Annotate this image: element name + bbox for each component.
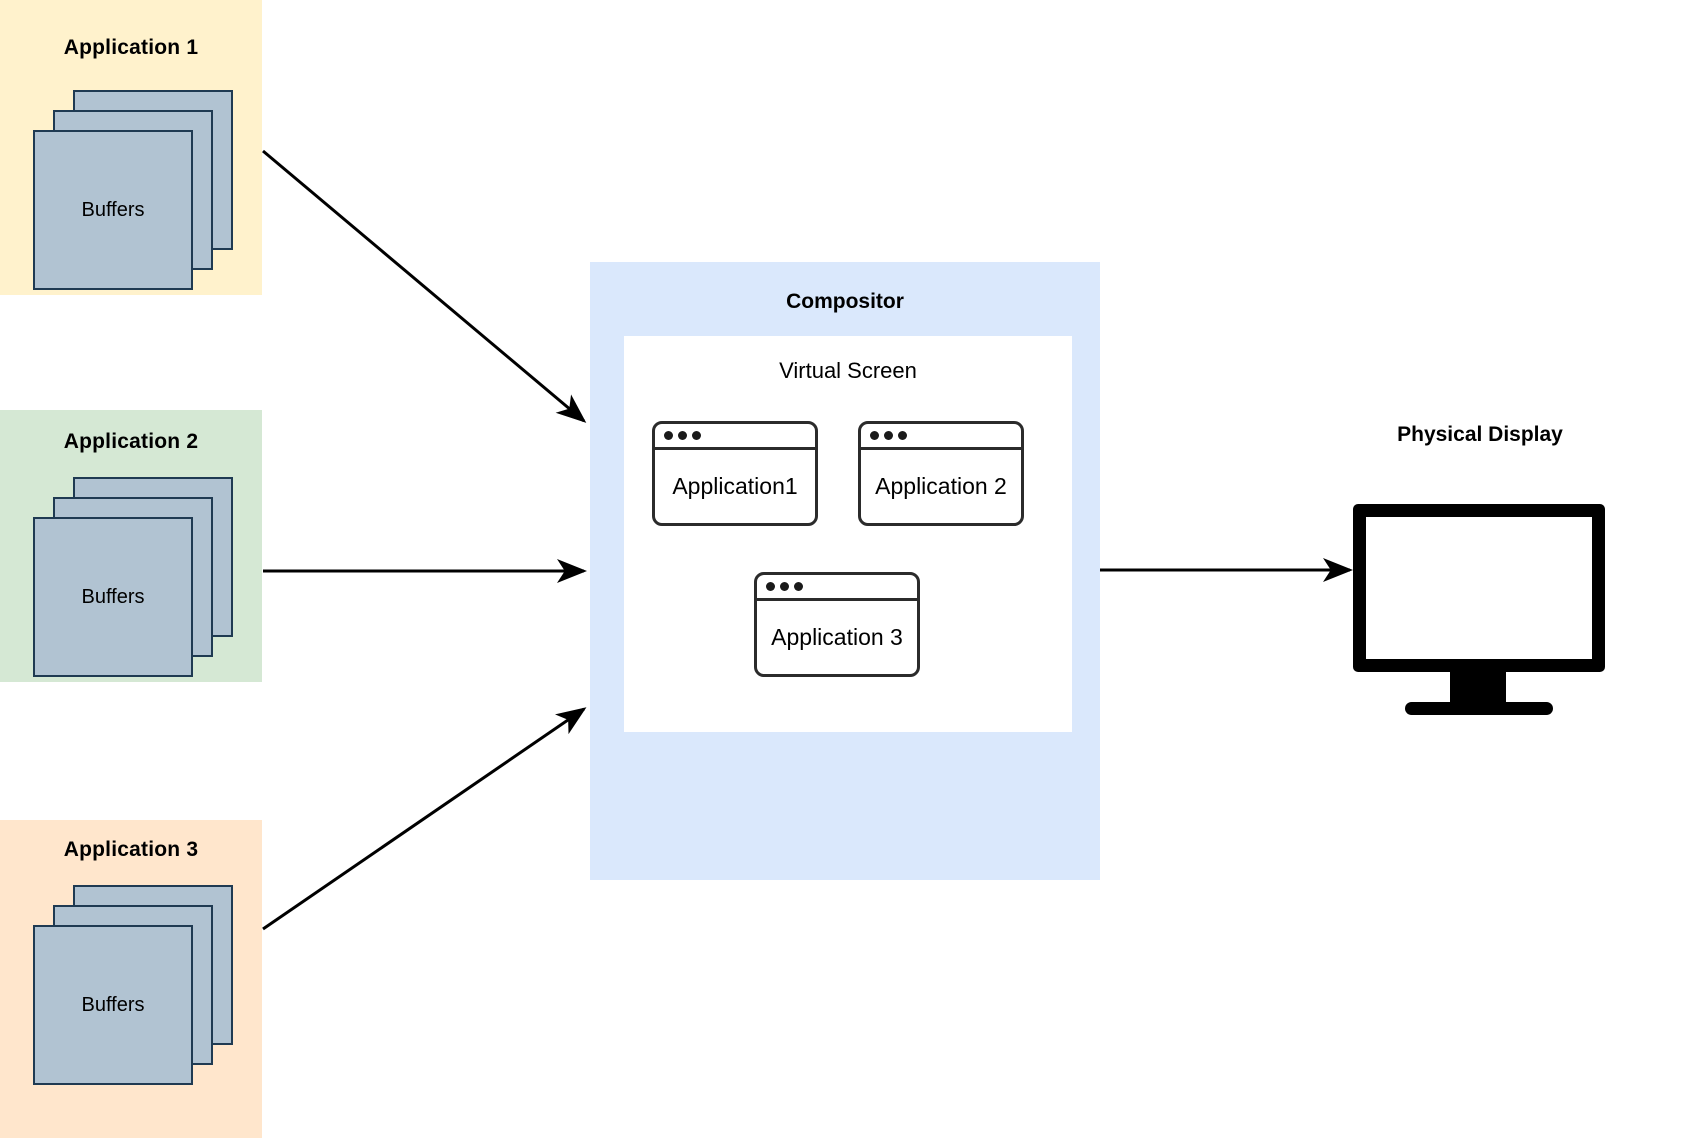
window-dot-icon	[678, 431, 687, 440]
window-dot-icon	[766, 582, 775, 591]
application-2-group: Application 2 Buffers	[0, 410, 262, 682]
window-body: Application 3	[757, 601, 917, 674]
compositor-box: Compositor Virtual Screen Application1	[590, 262, 1100, 880]
physical-display-monitor	[1353, 504, 1605, 716]
window-titlebar	[757, 575, 917, 601]
application-2-title: Application 2	[63, 430, 199, 453]
window-dot-icon	[898, 431, 907, 440]
monitor-screen-frame	[1353, 504, 1605, 672]
arrow-app3-to-compositor	[262, 707, 587, 931]
application-2-buffer-stack: Buffers	[33, 477, 233, 677]
virtual-window-application3[interactable]: Application 3	[754, 572, 920, 677]
virtual-window-label: Application 2	[875, 473, 1007, 499]
application-3-buffer-stack: Buffers	[33, 885, 233, 1085]
application-1-buffer-stack: Buffers	[33, 90, 233, 290]
application-3-buffers-label: Buffers	[81, 994, 145, 1016]
window-titlebar	[655, 424, 815, 450]
virtual-screen-title: Virtual Screen	[779, 358, 917, 383]
application-1-buffers-label: Buffers	[81, 199, 145, 221]
virtual-screen-box: Virtual Screen Application1	[624, 336, 1072, 732]
application-2-buffers-label: Buffers	[81, 586, 145, 608]
window-body: Application 2	[861, 450, 1021, 523]
physical-display-title: Physical Display	[1397, 423, 1563, 446]
window-dot-icon	[870, 431, 879, 440]
monitor-stand-base	[1405, 702, 1553, 715]
monitor-stand-neck	[1450, 671, 1506, 706]
virtual-window-application1[interactable]: Application1	[652, 421, 818, 526]
compositor-title: Compositor	[786, 290, 904, 313]
virtual-window-application2[interactable]: Application 2	[858, 421, 1024, 526]
buffer-sheet-front: Buffers	[33, 130, 193, 290]
buffer-sheet-front: Buffers	[33, 517, 193, 677]
window-dot-icon	[884, 431, 893, 440]
arrow-app1-to-compositor	[262, 149, 587, 423]
application-1-title: Application 1	[63, 36, 199, 59]
window-dot-icon	[780, 582, 789, 591]
buffer-sheet-front: Buffers	[33, 925, 193, 1085]
window-dot-icon	[794, 582, 803, 591]
application-1-group: Application 1 Buffers	[0, 0, 262, 295]
window-body: Application1	[655, 450, 815, 523]
virtual-window-label: Application1	[672, 473, 798, 499]
window-dot-icon	[664, 431, 673, 440]
application-3-title: Application 3	[63, 838, 199, 861]
window-dot-icon	[692, 431, 701, 440]
window-titlebar	[861, 424, 1021, 450]
application-3-group: Application 3 Buffers	[0, 820, 262, 1138]
virtual-window-label: Application 3	[771, 624, 903, 650]
